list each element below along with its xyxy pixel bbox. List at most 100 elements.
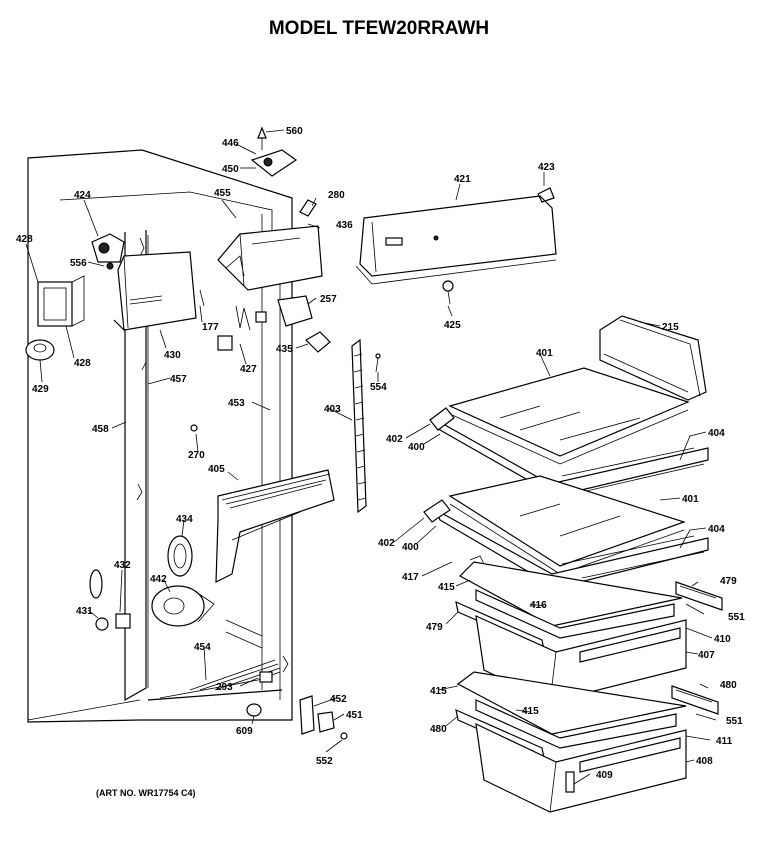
callout-609: 609 — [236, 726, 253, 737]
part-432 — [115, 613, 131, 629]
top-hinge-assembly — [250, 126, 298, 177]
callout-551-lower: 551 — [726, 716, 743, 727]
shelf-channel-421 — [355, 187, 557, 285]
callout-431: 431 — [76, 606, 93, 617]
callout-402-upper: 402 — [386, 434, 403, 445]
callout-428-lower: 428 — [74, 358, 91, 369]
part-556-177 — [106, 262, 205, 307]
part-609 — [246, 703, 262, 717]
callout-401-lower: 401 — [682, 494, 699, 505]
callout-432: 432 — [114, 560, 131, 571]
shelf-ladder-403 — [351, 338, 367, 514]
damper-442 — [151, 585, 215, 627]
relay-257 — [277, 295, 313, 327]
callout-551-upper: 551 — [728, 612, 745, 623]
callout-411: 411 — [716, 736, 733, 747]
screw-270 — [190, 424, 198, 432]
callout-425: 425 — [444, 320, 461, 331]
callout-401-upper: 401 — [536, 348, 553, 359]
callout-404-lower: 404 — [708, 524, 725, 535]
callout-423: 423 — [538, 162, 555, 173]
callout-404-upper: 404 — [708, 428, 725, 439]
callout-451: 451 — [346, 710, 363, 721]
callout-452: 452 — [330, 694, 347, 705]
callout-400-upper: 400 — [408, 442, 425, 453]
plug-435 — [305, 331, 331, 353]
callout-421: 421 — [454, 174, 471, 185]
callout-408: 408 — [696, 756, 713, 767]
callout-177: 177 — [202, 322, 219, 333]
callout-424: 424 — [74, 190, 91, 201]
crisper-cover-lower — [456, 671, 687, 749]
callout-215: 215 — [662, 322, 679, 333]
callout-429: 429 — [32, 384, 49, 395]
callout-430: 430 — [164, 350, 181, 361]
callout-450: 450 — [222, 164, 239, 175]
callout-403: 403 — [324, 404, 341, 415]
callout-442: 442 — [150, 574, 167, 585]
callout-293: 293 — [216, 682, 233, 693]
callout-400-lower: 400 — [402, 542, 419, 553]
callout-409: 409 — [596, 770, 613, 781]
callout-257: 257 — [320, 294, 337, 305]
glass-shelf-upper — [429, 367, 709, 497]
callout-458: 458 — [92, 424, 109, 435]
control-knob-428 — [37, 275, 85, 327]
callout-415-lower: 415 — [522, 706, 539, 717]
callout-280: 280 — [328, 190, 345, 201]
callout-415-middle: 415 — [430, 686, 447, 697]
art-number: (ART NO. WR17754 C4) — [96, 788, 196, 798]
callout-455: 455 — [214, 188, 231, 199]
glass-shelf-lower — [423, 475, 709, 589]
callout-560: 560 — [286, 126, 303, 137]
callout-402-lower: 402 — [378, 538, 395, 549]
bracket-452 — [299, 695, 315, 735]
callout-416: 416 — [530, 600, 547, 611]
callout-479-left: 479 — [426, 622, 443, 633]
crisper-drawer-lower — [475, 722, 687, 813]
callout-454: 454 — [194, 642, 211, 653]
part-451 — [317, 711, 335, 733]
thermostat-housing-430 — [113, 251, 197, 331]
light-socket-424 — [91, 233, 125, 263]
diagram-title: MODEL TFEW20RRAWH — [269, 18, 489, 39]
crisper-cover-416 — [459, 555, 683, 639]
callout-552: 552 — [316, 756, 333, 767]
screw-554 — [375, 353, 381, 373]
knob-429 — [25, 339, 55, 361]
callout-427: 427 — [240, 364, 257, 375]
screw-425 — [442, 280, 454, 305]
callout-554: 554 — [370, 382, 387, 393]
callout-436: 436 — [336, 220, 353, 231]
control-housing-436 — [217, 225, 323, 291]
callout-480-left: 480 — [430, 724, 447, 735]
callout-480-right: 480 — [720, 680, 737, 691]
leader-lines — [25, 129, 717, 785]
callout-410: 410 — [714, 634, 731, 645]
callout-428-upper: 428 — [16, 234, 33, 245]
callout-457: 457 — [170, 374, 187, 385]
dairy-shelf-215 — [599, 315, 707, 401]
callout-434: 434 — [176, 514, 193, 525]
screw-552 — [340, 732, 348, 740]
callout-415-upper: 415 — [438, 582, 455, 593]
vertical-trim-457 — [141, 361, 147, 371]
callout-405: 405 — [208, 464, 225, 475]
ice-bin-clip-434 — [167, 535, 193, 577]
shelf-405 — [215, 469, 335, 583]
callout-446: 446 — [222, 138, 239, 149]
callout-479-right: 479 — [720, 576, 737, 587]
wiring-harness-427 — [217, 305, 267, 351]
callout-453: 453 — [228, 398, 245, 409]
part-280 — [299, 199, 317, 217]
callout-407: 407 — [698, 650, 715, 661]
part-431 — [89, 569, 109, 631]
callout-435: 435 — [276, 344, 293, 355]
callout-556: 556 — [70, 258, 87, 269]
callout-labels: 560 446 450 455 280 424 436 421 423 428 … — [16, 126, 745, 781]
callout-417: 417 — [402, 572, 419, 583]
cabinet-liner — [27, 149, 293, 723]
callout-270: 270 — [188, 450, 205, 461]
part-293 — [259, 671, 273, 683]
